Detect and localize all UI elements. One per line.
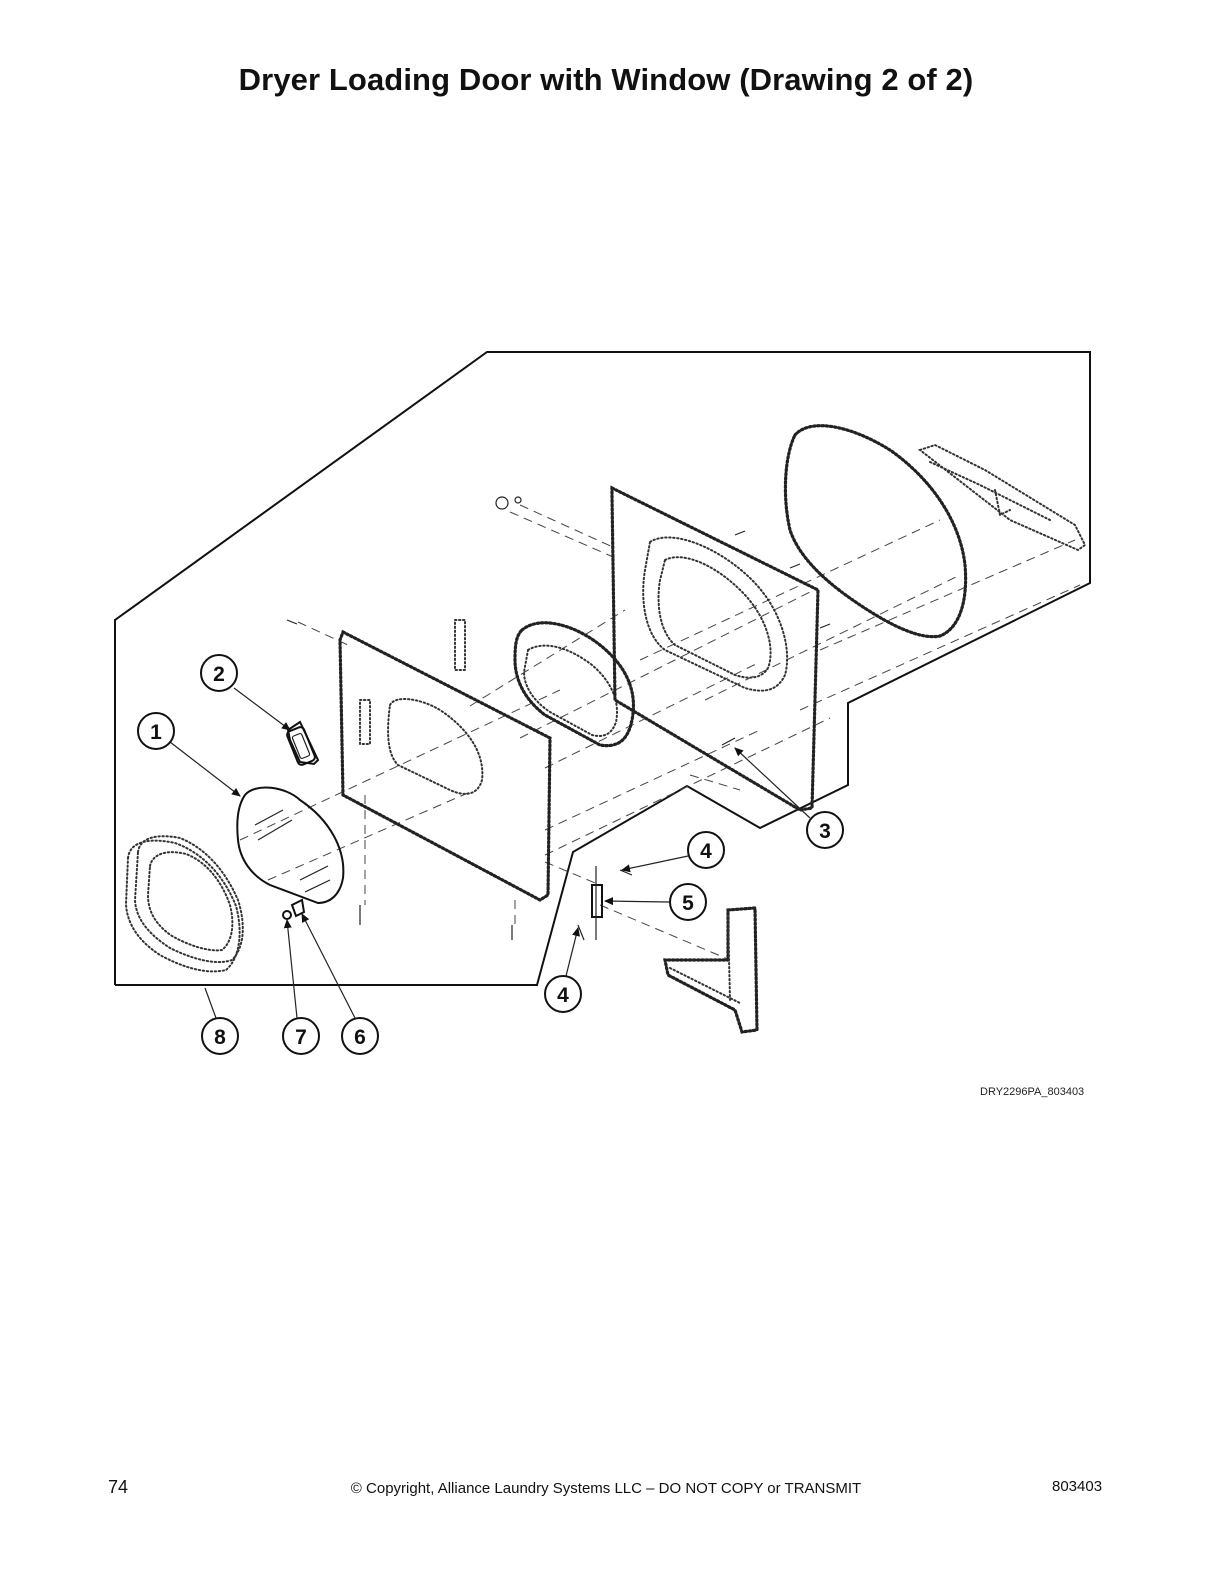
svg-text:3: 3 — [819, 820, 831, 843]
callout-7: 7 — [282, 1017, 320, 1055]
hinge-part — [577, 866, 633, 941]
svg-text:4: 4 — [557, 984, 569, 1007]
assembly-boundary-outline — [114, 351, 1091, 986]
svg-text:1: 1 — [150, 721, 162, 744]
callout-leaders — [169, 687, 811, 1019]
door-handle-part — [286, 720, 320, 766]
callout-2: 2 — [200, 654, 238, 692]
drawing-code: DRY2296PA_803403 — [980, 1086, 1085, 1098]
window-glass-part — [236, 786, 345, 905]
window-frame-part — [513, 621, 635, 748]
svg-text:6: 6 — [354, 1026, 366, 1049]
svg-text:8: 8 — [214, 1026, 226, 1049]
hinge-bracket-part — [663, 906, 759, 1034]
svg-text:5: 5 — [682, 892, 694, 915]
callout-1: 1 — [137, 712, 175, 750]
retainer-clip-part — [282, 898, 306, 920]
callout-4-upper: 4 — [687, 831, 725, 869]
svg-text:7: 7 — [295, 1026, 307, 1049]
page-number: 74 — [108, 1477, 129, 1497]
inner-door-panel-part — [495, 485, 831, 812]
alignment-lines — [239, 504, 1081, 961]
page-title: Dryer Loading Door with Window (Drawing … — [238, 62, 974, 97]
svg-text:2: 2 — [213, 663, 225, 686]
callout-4-lower: 4 — [544, 975, 582, 1013]
outer-door-panel-part — [286, 619, 552, 940]
callout-8: 8 — [201, 1017, 239, 1055]
callout-3: 3 — [806, 811, 844, 849]
callout-5: 5 — [669, 883, 707, 921]
door-gasket-part — [124, 835, 244, 973]
door-liner-part — [783, 424, 1087, 639]
svg-text:4: 4 — [700, 840, 712, 863]
document-number: 803403 — [1052, 1478, 1103, 1495]
copyright-notice: © Copyright, Alliance Laundry Systems LL… — [350, 1480, 862, 1497]
callout-6: 6 — [341, 1017, 379, 1055]
